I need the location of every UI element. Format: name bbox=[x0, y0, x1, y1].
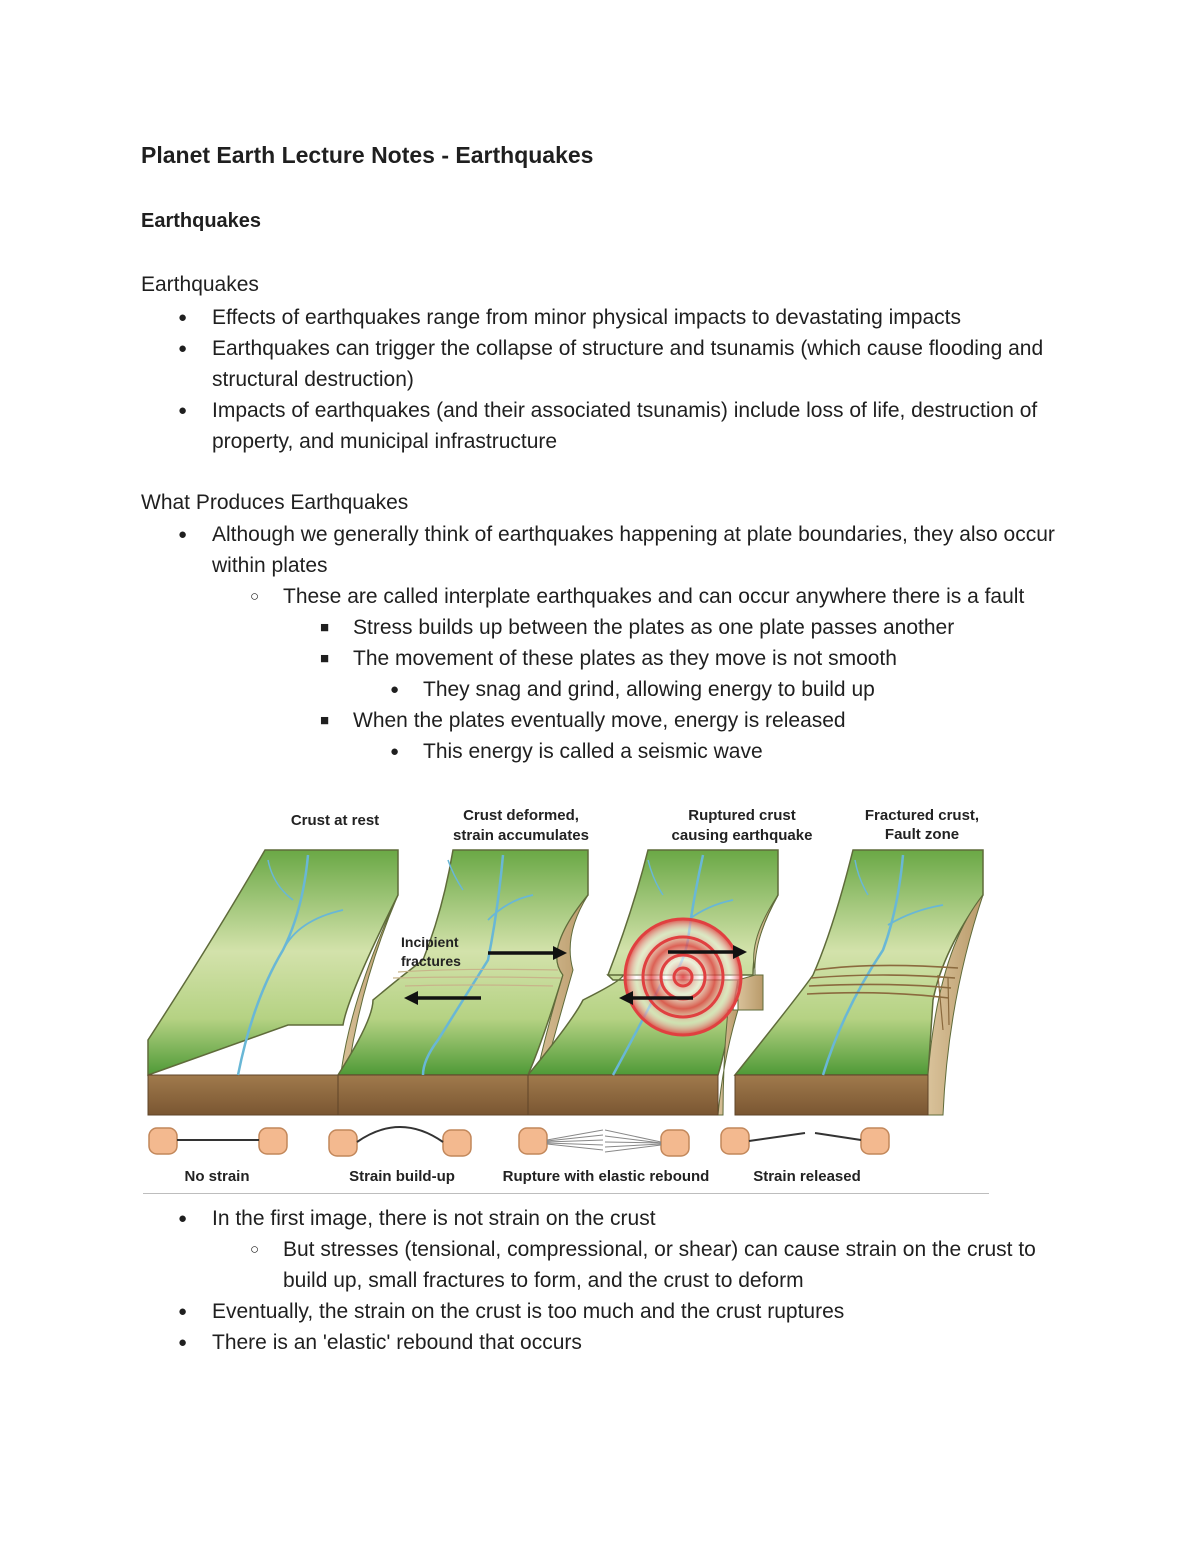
bullet-disc-icon: ● bbox=[178, 402, 188, 419]
bullet-square-icon: ■ bbox=[320, 650, 330, 667]
panel-fractured-crust bbox=[733, 849, 984, 1116]
list-item: ■Stress builds up between the plates as … bbox=[0, 612, 1073, 643]
list-item: ●They snag and grind, allowing energy to… bbox=[0, 674, 1073, 705]
panel-title: Ruptured crust bbox=[688, 807, 796, 824]
list-item: ●Effects of earthquakes range from minor… bbox=[0, 302, 1072, 333]
bullet-disc-icon: ● bbox=[390, 681, 400, 698]
section-heading: Earthquakes bbox=[141, 210, 262, 232]
bullet-square-icon: ■ bbox=[320, 712, 330, 729]
list-item: ●Although we generally think of earthqua… bbox=[0, 519, 1072, 581]
fist-icon bbox=[442, 1129, 472, 1157]
list-item: ○These are called interplate earthquakes… bbox=[0, 581, 1073, 612]
panel-caption: Strain build-up bbox=[349, 1168, 455, 1185]
fist-pair-no-strain bbox=[148, 1127, 288, 1155]
panel-caption: Strain released bbox=[753, 1168, 861, 1185]
bullet-square-icon: ■ bbox=[320, 619, 330, 636]
list-item: ●This energy is called a seismic wave bbox=[0, 736, 1073, 767]
panel-title: Crust at rest bbox=[291, 812, 379, 829]
figure-divider bbox=[143, 1193, 989, 1194]
earthquakes-bullet-list: ●Effects of earthquakes range from minor… bbox=[0, 302, 1072, 457]
fist-pair-strain-build-up bbox=[328, 1126, 472, 1157]
bullet-disc-icon: ● bbox=[178, 1303, 188, 1320]
incipient-fractures-label: Incipient bbox=[401, 934, 459, 950]
figure-notes-bullet-list: ●In the first image, there is not strain… bbox=[0, 1203, 1073, 1358]
panel-title: Fractured crust, bbox=[865, 807, 979, 824]
panel-title: causing earthquake bbox=[672, 827, 813, 844]
document-title: Planet Earth Lecture Notes - Earthquakes bbox=[141, 142, 594, 168]
fist-icon bbox=[258, 1127, 288, 1155]
elastic-rebound-illustration: Crust at rest Crust deformed, strain acc… bbox=[147, 807, 984, 1185]
panel-title: Crust deformed, bbox=[463, 807, 579, 824]
panel-ruptured-crust bbox=[526, 849, 779, 1116]
panel-title: strain accumulates bbox=[453, 827, 589, 844]
fist-icon bbox=[860, 1127, 890, 1155]
bullet-disc-icon: ● bbox=[178, 1334, 188, 1351]
list-item: ■The movement of these plates as they mo… bbox=[0, 643, 1073, 674]
bullet-disc-icon: ● bbox=[178, 340, 188, 357]
fist-pair-rupture bbox=[518, 1127, 690, 1157]
fist-icon bbox=[660, 1129, 690, 1157]
list-item: ●Earthquakes can trigger the collapse of… bbox=[0, 333, 1072, 395]
elastic-rebound-figure: Crust at rest Crust deformed, strain acc… bbox=[143, 800, 989, 1194]
fist-icon bbox=[720, 1127, 750, 1155]
subsection-title-what-produces: What Produces Earthquakes bbox=[141, 491, 409, 514]
bullet-disc-icon: ● bbox=[390, 743, 400, 760]
list-item: ■When the plates eventually move, energy… bbox=[0, 705, 1073, 736]
bullet-disc-icon: ● bbox=[178, 526, 188, 543]
list-item: ●In the first image, there is not strain… bbox=[0, 1203, 1072, 1234]
bullet-disc-icon: ● bbox=[178, 309, 188, 326]
bullet-circle-icon: ○ bbox=[250, 588, 260, 605]
list-item: ●Impacts of earthquakes (and their assoc… bbox=[0, 395, 1072, 457]
bullet-disc-icon: ● bbox=[178, 1210, 188, 1227]
list-item: ●Eventually, the strain on the crust is … bbox=[0, 1296, 1072, 1327]
panel-caption: Rupture with elastic rebound bbox=[503, 1168, 710, 1185]
fist-icon bbox=[148, 1127, 178, 1155]
list-item: ●There is an 'elastic' rebound that occu… bbox=[0, 1327, 1072, 1358]
fist-icon bbox=[328, 1129, 358, 1157]
subsection-title-earthquakes: Earthquakes bbox=[141, 273, 259, 296]
fist-pair-strain-released bbox=[720, 1127, 890, 1155]
fist-icon bbox=[518, 1127, 548, 1155]
panel-crust-deformed bbox=[336, 849, 589, 1116]
bullet-circle-icon: ○ bbox=[250, 1241, 260, 1258]
what-produces-bullet-list: ●Although we generally think of earthqua… bbox=[0, 519, 1073, 767]
panel-title: Fault zone bbox=[885, 826, 959, 843]
list-item: ○But stresses (tensional, compressional,… bbox=[0, 1234, 1073, 1296]
panel-caption: No strain bbox=[184, 1168, 249, 1185]
incipient-fractures-label: fractures bbox=[401, 953, 461, 969]
